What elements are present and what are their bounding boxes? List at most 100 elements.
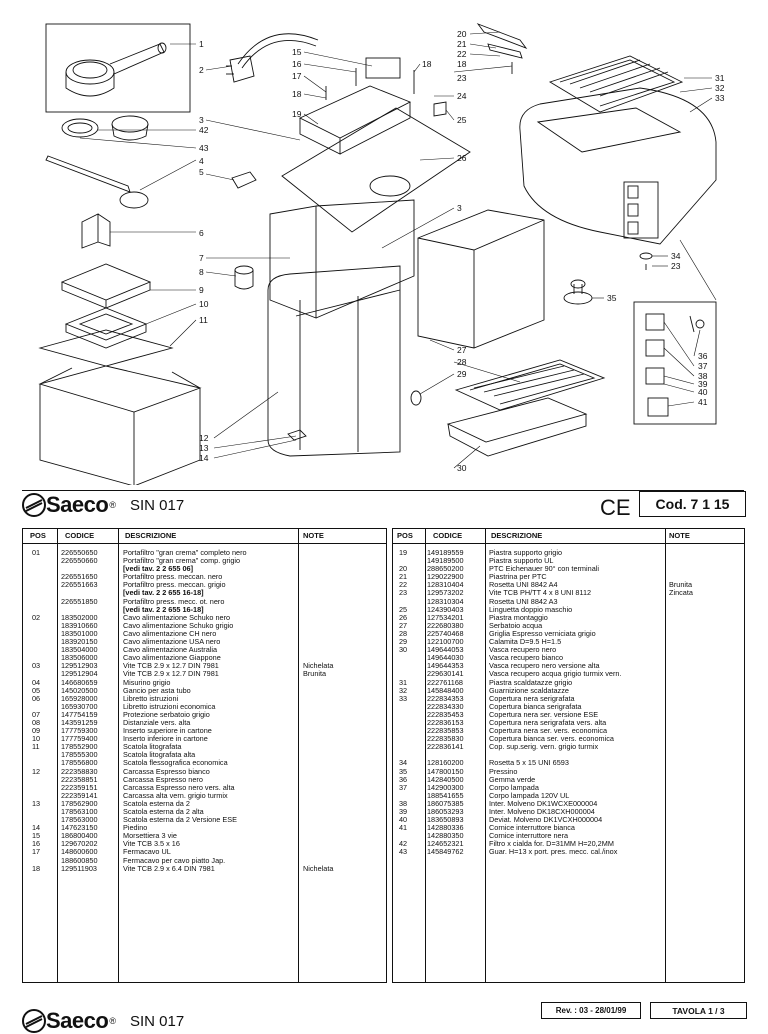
- cell-code: 129573202: [427, 588, 464, 598]
- part-label: 4: [199, 156, 204, 166]
- cell-code: 188600850: [61, 855, 98, 865]
- cell-code: 186053293: [427, 807, 464, 816]
- col-header-description: DESCRIZIONE: [125, 531, 177, 540]
- cell-pos: 14: [32, 823, 41, 833]
- part-label: 34: [671, 251, 681, 261]
- cell-code: 222834330: [427, 701, 464, 711]
- cell-description: Cavo alimentazione Schuko nero: [123, 612, 231, 622]
- cell-description: [vedi tav. 2 2 655 16-18]: [123, 604, 204, 614]
- cell-pos: 11: [32, 742, 40, 752]
- brand-footer: Saeco® SIN 017: [22, 1008, 184, 1034]
- cell-code: 142840500: [427, 774, 464, 784]
- cell-description: Libretto istruzioni economica: [123, 701, 216, 711]
- part-label: 37: [698, 361, 708, 371]
- cell-description: Linguetta doppio maschio: [489, 604, 573, 614]
- registered-mark: ®: [109, 1016, 116, 1026]
- cell-pos: 31: [399, 677, 408, 687]
- cell-description: Carcassa Espresso bianco: [123, 766, 210, 776]
- cell-description: Griglia Espresso verniciata grigio: [489, 628, 596, 638]
- filter-disc-drawing: [61, 118, 99, 138]
- cell-pos: 19: [399, 548, 408, 557]
- cell-code: 222834353: [427, 693, 464, 703]
- table-header: POS CODICE DESCRIZIONE NOTE: [23, 529, 386, 544]
- table-row: [vedi tav. 2 2 655 16-18]: [23, 589, 386, 597]
- cell-code: 142880350: [427, 831, 464, 841]
- cell-code: 226551650: [61, 572, 98, 582]
- cell-code: 222359141: [61, 790, 98, 800]
- cell-description: Vite TCB 2.9 x 12.7 DIN 7981: [123, 669, 219, 679]
- cell-code: 128310404: [427, 580, 464, 590]
- part-label: 35: [607, 293, 617, 303]
- cell-code: 222835453: [427, 709, 464, 719]
- cell-pos: 10: [32, 734, 41, 744]
- cell-pos: 41: [399, 823, 408, 833]
- model-name: SIN 017: [129, 496, 185, 514]
- cell-code: 124652321: [427, 839, 464, 849]
- cell-description: Portafiltro press. meccan. grigio: [123, 580, 226, 590]
- cell-description: Gancio per asta tubo: [123, 685, 191, 695]
- cell-code: 178552900: [61, 742, 98, 752]
- cell-description: Scatola litografata alta: [123, 750, 196, 760]
- cell-pos: 22: [399, 580, 408, 590]
- cell-description: Deviat. Molveno DK1VCXH000004: [489, 815, 603, 825]
- cell-code: 186800400: [61, 831, 98, 841]
- registered-mark: ®: [109, 500, 116, 510]
- cell-pos: 13: [32, 798, 41, 808]
- part-label: 11: [199, 315, 208, 325]
- cell-description: Rosetta UNI 8842 A4: [489, 580, 558, 590]
- cell-code: 127534201: [427, 612, 464, 622]
- carton-insert-upper-drawing: [60, 263, 152, 309]
- cell-code: 143591259: [61, 717, 98, 727]
- cell-description: Fermacavo per cavo piatto Jap.: [123, 855, 226, 865]
- cell-description: Copertura nera ser. versione ESE: [489, 709, 599, 719]
- part-label: 29: [457, 369, 467, 379]
- cell-description: Inserto inferiore in cartone: [123, 734, 208, 744]
- part-label: 26: [457, 153, 467, 163]
- cell-code: 183506000: [61, 653, 98, 663]
- cell-description: Scatola esterna da 2 Versione ESE: [123, 815, 237, 825]
- cell-code: 178555300: [61, 750, 98, 760]
- cell-pos: 27: [399, 620, 408, 630]
- switch-b-drawing: [645, 367, 665, 385]
- cell-code: 222358830: [61, 766, 98, 776]
- col-header-code: CODICE: [433, 531, 463, 540]
- cell-code: 183910660: [61, 620, 98, 630]
- cell-description: Filtro x cialda for. D=31MM H=20,2MM: [489, 839, 614, 849]
- col-header-description: DESCRIZIONE: [491, 531, 543, 540]
- cell-code: 177759300: [61, 726, 98, 736]
- cell-code: 183650893: [427, 815, 464, 825]
- cell-code: 145020500: [61, 685, 98, 695]
- carton-insert-lower-drawing: [64, 307, 148, 349]
- part-label: 39: [698, 379, 708, 389]
- cell-code: 146680659: [61, 677, 98, 687]
- cell-pos: 20: [399, 564, 408, 574]
- cell-code: 183502000: [61, 612, 98, 622]
- saeco-logo-icon: [22, 1009, 46, 1033]
- cell-description: Rosetta 5 x 15 UNI 6593: [489, 758, 569, 768]
- cell-code: 149644353: [427, 661, 464, 671]
- cell-code: 147800150: [427, 766, 464, 776]
- cell-code: 178563100: [61, 807, 98, 816]
- cell-code: 142880336: [427, 823, 464, 833]
- drip-tray-drawing: [446, 397, 588, 457]
